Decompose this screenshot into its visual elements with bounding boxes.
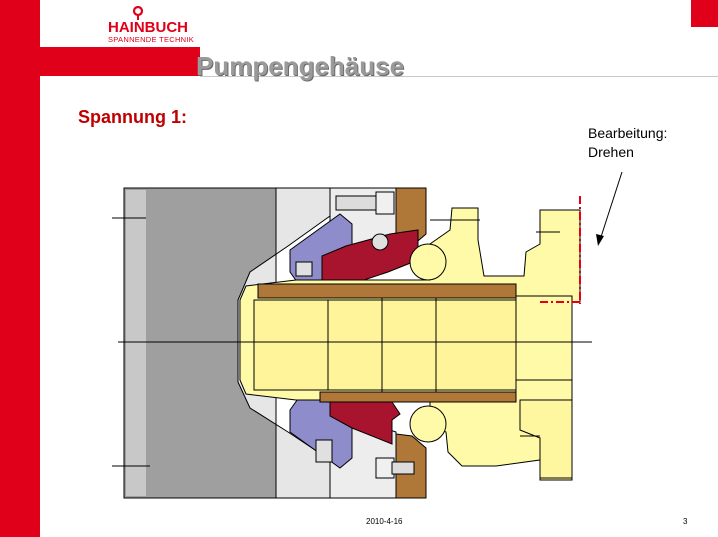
bulb-top xyxy=(409,243,447,281)
title-underline xyxy=(200,76,718,77)
annotation-arrowhead xyxy=(596,234,604,246)
workpiece-bore xyxy=(253,299,517,391)
flange-ring-lower xyxy=(519,399,573,479)
logo-ring-icon xyxy=(132,6,144,20)
chuck-body-highlight xyxy=(126,190,146,496)
spindle-sleeve-top xyxy=(257,283,517,299)
bolt-top-head xyxy=(335,195,377,211)
pin-top xyxy=(371,233,389,251)
flange-ring-top xyxy=(515,295,573,381)
corner-red-square xyxy=(691,0,718,27)
clamp-segment-red-bottom xyxy=(329,401,401,445)
spindle-sleeve-bottom xyxy=(319,391,517,403)
page-number: 3 xyxy=(683,517,688,526)
slide-title: Pumpengehäuse xyxy=(196,51,405,81)
bolt-top xyxy=(375,191,395,215)
clamping-subtitle: Spannung 1: xyxy=(78,107,187,127)
machining-operation: Drehen xyxy=(588,144,634,160)
small-screw-top xyxy=(295,261,313,277)
machining-label: Bearbeitung: xyxy=(588,125,668,141)
bolt-bottom xyxy=(375,457,395,479)
logo-wordmark: HAINBUCH xyxy=(108,19,188,36)
bulb-bottom xyxy=(409,405,447,443)
hainbuch-logo: HAINBUCH SPANNENDE TECHNIK xyxy=(104,6,200,46)
annotation-arrow xyxy=(599,171,623,241)
logo-tagline: SPANNENDE TECHNIK xyxy=(108,35,195,44)
bolt-bottom-head xyxy=(391,461,415,475)
footer-date: 2010-4-16 xyxy=(366,517,403,526)
header-red-band xyxy=(0,47,200,76)
small-screw-bottom xyxy=(315,439,333,463)
left-red-bar xyxy=(0,0,40,537)
